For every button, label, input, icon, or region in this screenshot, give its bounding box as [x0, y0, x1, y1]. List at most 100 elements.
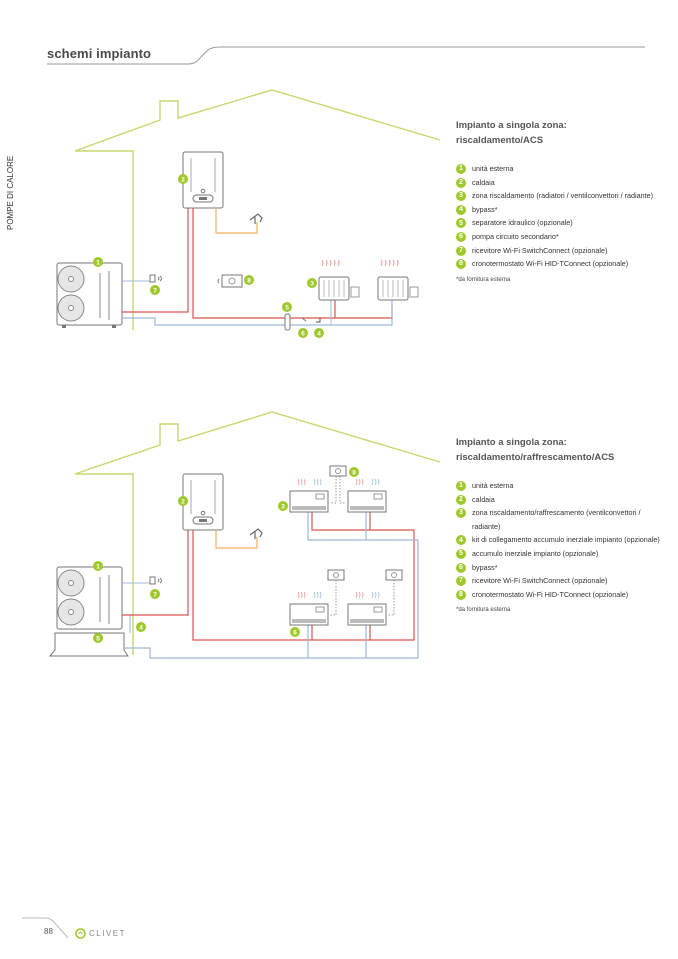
- boiler: [182, 151, 224, 209]
- fan-coil: [347, 603, 387, 626]
- number-badge: 3: [456, 191, 466, 202]
- pump-icon: [301, 317, 307, 322]
- badge-label: 8: [247, 278, 251, 285]
- number-badge: 4: [456, 535, 466, 546]
- badge-label: 7: [153, 288, 157, 295]
- scheme-1-legend: Impianto a singola zona:riscaldamento/AC…: [456, 118, 666, 283]
- fan-coil: [289, 490, 329, 513]
- diagram-badge: [244, 275, 254, 285]
- scheme-2-diagram: 1 2 3 4 5 6 7 8: [48, 411, 441, 659]
- legend-title: Impianto a singola zona:riscaldamento/ra…: [456, 437, 615, 463]
- badge-label: 4: [139, 625, 143, 632]
- badge-label: 4: [317, 331, 321, 338]
- number-badge: 5: [456, 548, 466, 559]
- diagram-badge: [282, 302, 292, 312]
- page-number: 88: [44, 927, 53, 936]
- number-badge: 1: [456, 164, 466, 174]
- chronothermostat: [329, 465, 347, 477]
- diagram-badge: [178, 496, 188, 506]
- tap-icon: [249, 213, 263, 224]
- radiator: [377, 259, 419, 301]
- badge-label: 5: [285, 305, 289, 312]
- badge-label: 6: [293, 630, 297, 637]
- fan-coil: [347, 490, 387, 513]
- badge-label: 2: [181, 499, 185, 506]
- diagram-badge: [178, 174, 188, 184]
- number-badge: 7: [456, 245, 466, 256]
- diagram-badge: [136, 622, 146, 632]
- number-badge: 8: [456, 589, 466, 600]
- house-outline: [74, 89, 441, 330]
- badge-label: 1: [96, 564, 100, 571]
- number-badge: 4: [456, 204, 466, 215]
- diagram-badge: [150, 285, 160, 295]
- diagram-badge: [290, 627, 300, 637]
- number-badge: 6: [456, 562, 466, 573]
- diagram-badge: [314, 328, 324, 338]
- chronothermostat: [327, 569, 345, 581]
- diagram-badge: [150, 589, 160, 599]
- buffer-tank: [48, 632, 129, 657]
- chronothermostat: [217, 274, 243, 288]
- wifi-receiver: [149, 274, 162, 283]
- number-badge: 2: [456, 177, 466, 188]
- footnote: *da fornitura esterna: [456, 276, 511, 283]
- diagram-badge: [307, 278, 317, 288]
- number-badge: 6: [456, 231, 466, 242]
- brand-name: CLIVET: [89, 929, 127, 938]
- badge-label: 5: [96, 636, 100, 643]
- number-badge: 5: [456, 218, 466, 229]
- badge-label: 1: [96, 260, 100, 267]
- footnote: *da fornitura esterna: [456, 607, 511, 614]
- diagram-badge: [349, 467, 359, 477]
- number-badge: 3: [456, 508, 466, 519]
- badge-label: 3: [281, 504, 285, 511]
- legend-title: Impianto a singola zona:riscaldamento/AC…: [456, 120, 567, 146]
- hydraulic-separator: [284, 313, 291, 331]
- tap-icon: [249, 528, 263, 539]
- badge-label: 2: [181, 177, 185, 184]
- scheme-1-diagram: 1 2 3 4 5 6 7 8: [56, 89, 441, 338]
- diagram-badge: [93, 633, 103, 643]
- logo-icon: [75, 928, 86, 939]
- boiler: [182, 473, 224, 531]
- fan-coil: [289, 603, 329, 626]
- scheme-2-legend: Impianto a singola zona:riscaldamento/ra…: [456, 435, 666, 613]
- diagram-badge: [93, 257, 103, 267]
- badge-label: 3: [310, 281, 314, 288]
- number-badge: 2: [456, 494, 466, 505]
- bypass-icon: [316, 318, 321, 323]
- badge-label: 6: [301, 331, 305, 338]
- footer-rule: [22, 917, 69, 939]
- diagram-badge: [298, 328, 308, 338]
- wifi-receiver: [149, 576, 162, 585]
- badge-label: 8: [352, 470, 356, 477]
- header-rule: [47, 46, 645, 65]
- diagram-badge: [93, 561, 103, 571]
- section-title: schemi impianto: [47, 46, 152, 61]
- number-badge: 8: [456, 259, 466, 270]
- chronothermostat: [385, 569, 403, 581]
- number-badge: 7: [456, 576, 466, 587]
- diagram-badge: [278, 501, 288, 511]
- badge-label: 7: [153, 592, 157, 599]
- house-outline: [74, 411, 441, 655]
- brand-logo: CLIVET: [75, 928, 126, 939]
- radiator: [318, 259, 360, 301]
